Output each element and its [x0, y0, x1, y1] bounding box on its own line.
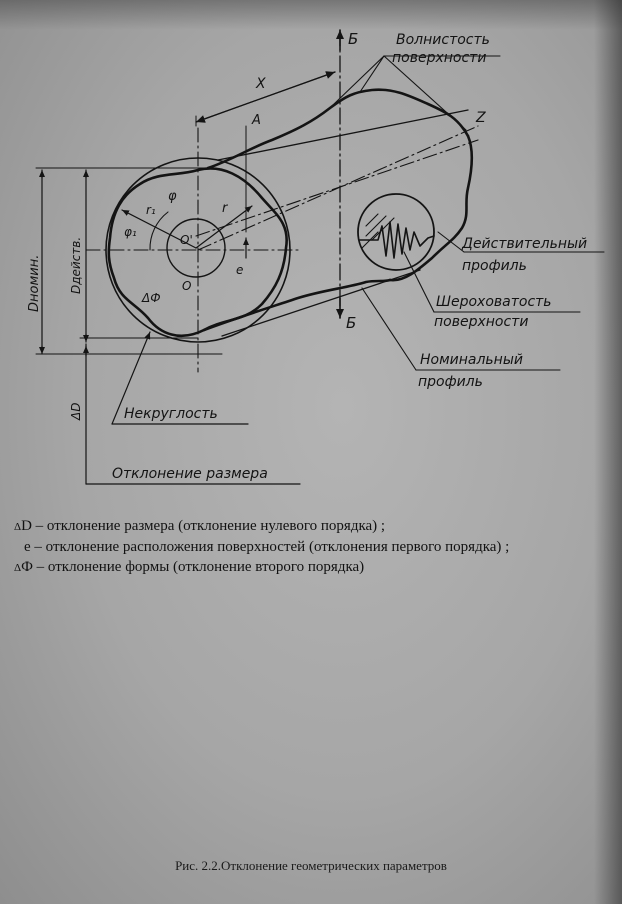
legend-line-form: ΔФ – отклонение формы (отклонение второг…	[14, 557, 614, 578]
callout-nominal-2: профиль	[418, 374, 483, 390]
radius-r	[195, 205, 253, 249]
nominal-top-line	[217, 109, 469, 161]
cylinder-bottom-profile	[202, 278, 392, 332]
legend-line-size: ΔD – отклонение размера (отклонение нуле…	[14, 516, 614, 537]
label-section-bottom: Б	[346, 314, 356, 332]
legend-text-form: Ф – отклонение формы (отклонение второго…	[21, 559, 365, 575]
page-top-shadow	[0, 0, 622, 30]
roughness-view-circle	[357, 193, 435, 271]
legend-text-size: D – отклонение размера (отклонение нулев…	[21, 518, 386, 534]
nonroundness-leader	[111, 331, 151, 425]
roughness-hatch	[361, 213, 395, 249]
page-binding-shadow	[594, 0, 622, 904]
callout-roughness-2: поверхности	[434, 314, 528, 330]
inner-circle	[166, 218, 226, 278]
label-x: X	[255, 76, 266, 92]
label-phi: φ	[168, 189, 177, 204]
label-r1: r₁	[146, 203, 156, 217]
label-d-nominal: Dномин.	[27, 255, 42, 312]
nominal-profile-leader	[361, 287, 417, 371]
label-section-top: Б	[348, 30, 358, 48]
label-r: r	[222, 201, 229, 216]
cylinder-far-end	[388, 134, 474, 282]
label-a: A	[251, 113, 261, 128]
callout-nonroundness: Некруглость	[124, 406, 218, 422]
label-center-o: O	[182, 279, 191, 293]
label-delta-d: ΔD	[69, 403, 83, 421]
label-e: e	[236, 263, 243, 277]
callout-roughness-1: Шероховатость	[436, 294, 552, 310]
delta-symbol: Δ	[14, 562, 22, 574]
callout-waviness-1: Волнистость	[396, 32, 490, 48]
radius-r1	[121, 209, 197, 249]
waviness-leader-3	[383, 55, 467, 131]
delta-symbol: Δ	[14, 521, 22, 533]
roughness-leader	[403, 251, 435, 313]
label-z: Z	[475, 110, 486, 126]
callout-actual-2: профиль	[462, 258, 527, 274]
actual-profile-leader	[437, 231, 465, 253]
nominal-bottom-line	[221, 269, 421, 337]
angle-arc	[149, 211, 169, 251]
legend-line-location: e – отклонение расположения поверхностей…	[14, 537, 614, 557]
callout-actual-1: Действительный	[461, 236, 587, 252]
roughness-zigzag	[359, 221, 435, 259]
legend: ΔD – отклонение размера (отклонение нуле…	[14, 516, 614, 578]
label-center-o1: O'	[180, 233, 193, 247]
label-phi1: φ₁	[124, 225, 137, 239]
callout-waviness-2: поверхности	[392, 50, 486, 66]
figure-caption: Рис. 2.2.Отклонение геометрических парам…	[175, 858, 447, 873]
actual-end-profile	[107, 167, 288, 338]
geometric-deviation-diagram: Б Б X A Z O' O φ φ₁ r₁ r e ΔФ Dномин. Dд…	[27, 29, 605, 485]
callout-nominal-1: Номинальный	[420, 352, 523, 368]
waviness-leader-2	[359, 55, 385, 93]
label-delta-phi: ΔФ	[141, 291, 161, 305]
waviness-leader-1	[333, 55, 385, 105]
offset-axis	[195, 139, 479, 237]
callout-size-deviation: Отклонение размера	[112, 466, 268, 482]
cylinder-top-profile	[206, 88, 470, 170]
legend-text-location: e – отклонение расположения поверхностей…	[24, 539, 510, 555]
label-d-actual: Dдейств.	[69, 237, 83, 294]
